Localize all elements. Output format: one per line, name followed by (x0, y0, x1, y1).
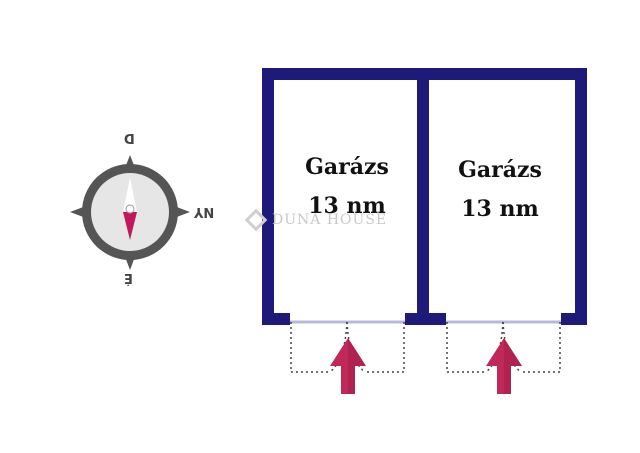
door-swing-right-b (485, 321, 504, 373)
diamond-icon (244, 208, 268, 232)
compass-label-right: NY (194, 204, 215, 219)
compass-center (125, 204, 135, 214)
room-area: 13 nm (308, 193, 386, 220)
door-swing-right-d (502, 321, 522, 373)
compass-icon (70, 155, 190, 270)
room-area: 13 nm (461, 196, 539, 223)
door-swing-right-a (446, 322, 486, 373)
door-swing-left-a (290, 322, 330, 373)
arrow-up-shade (348, 338, 366, 394)
door-swing-left-b (329, 321, 348, 373)
compass-needle-white (123, 178, 137, 212)
room-name: Garázs (305, 154, 389, 180)
walls (262, 68, 587, 325)
arrow-up-icon (330, 338, 366, 394)
arrow-up-shade (504, 338, 522, 394)
compass-label-bottom: É (124, 270, 133, 285)
room-name: Garázs (458, 157, 542, 183)
watermark-brand: DUNA HOUSE (272, 212, 388, 228)
door-swing-right-c (521, 322, 561, 373)
entry-arrows (330, 338, 522, 394)
arrow-up-icon (486, 338, 522, 394)
door-swing-left-c (365, 322, 405, 373)
room-label-left: Garázs 13 nm (283, 154, 411, 220)
door-swing-left-d (346, 321, 366, 373)
room-label-right: Garázs 13 nm (436, 157, 564, 223)
door-swings (290, 321, 561, 373)
watermark-logo: DUNA HOUSE (244, 208, 388, 232)
compass-needle-red (123, 212, 137, 240)
compass-label-top: D (124, 130, 135, 145)
